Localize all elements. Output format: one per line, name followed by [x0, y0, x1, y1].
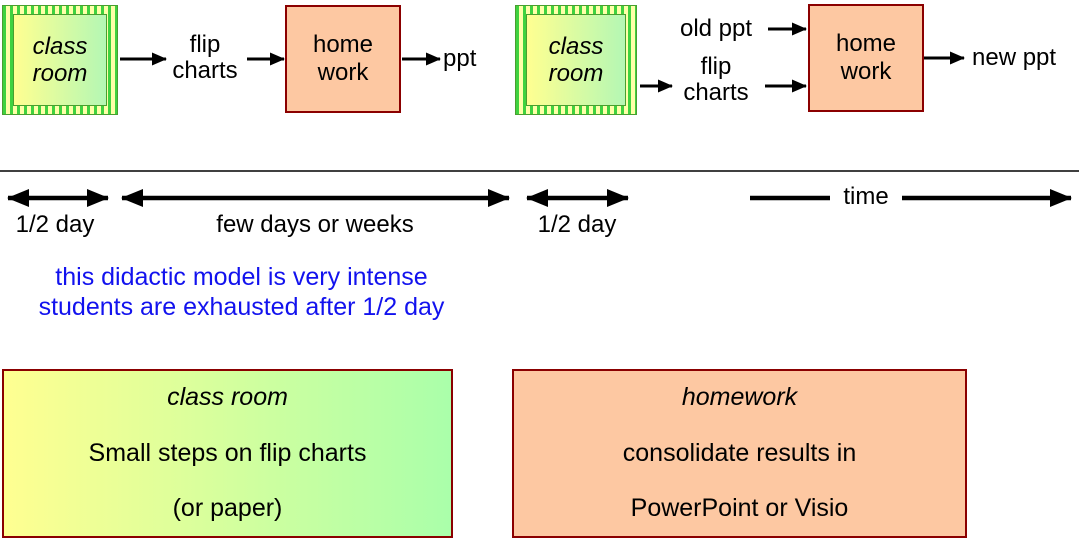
classroom-box-2-label: class room [526, 14, 626, 106]
legend-classroom-line1: Small steps on flip charts [88, 438, 367, 467]
legend-homework-line1: consolidate results in [622, 438, 857, 467]
legend-homework-title: homework [681, 383, 798, 411]
homework-box-1: home work [285, 5, 401, 113]
legend-homework-box: homework consolidate results in PowerPoi… [512, 369, 967, 538]
ppt-label: ppt [443, 45, 477, 72]
classroom-box-1-label: class room [13, 14, 107, 106]
flip-charts-label-1: flip charts [172, 31, 238, 84]
legend-homework-line2: PowerPoint or Visio [630, 494, 849, 522]
half-day-label-1: 1/2 day [15, 211, 95, 238]
classroom-box-1: class room [2, 5, 118, 115]
legend-classroom-title: class room [167, 383, 288, 411]
homework-box-2: home work [808, 4, 924, 112]
half-day-label-2: 1/2 day [537, 211, 617, 238]
legend-classroom-line2: (or paper) [172, 494, 283, 522]
didactic-note: this didactic model is very intense stud… [38, 263, 445, 321]
few-days-label: few days or weeks [216, 211, 414, 238]
classroom-box-2: class room [515, 5, 637, 115]
new-ppt-label: new ppt [972, 44, 1057, 71]
legend-classroom-box: class room Small steps on flip charts (o… [2, 369, 453, 538]
homework-box-1-label: home work [312, 31, 374, 86]
homework-box-2-label: home work [835, 30, 897, 85]
flip-charts-label-2: flip charts [683, 53, 749, 106]
old-ppt-label: old ppt [679, 15, 753, 42]
time-axis-label: time [843, 183, 889, 210]
